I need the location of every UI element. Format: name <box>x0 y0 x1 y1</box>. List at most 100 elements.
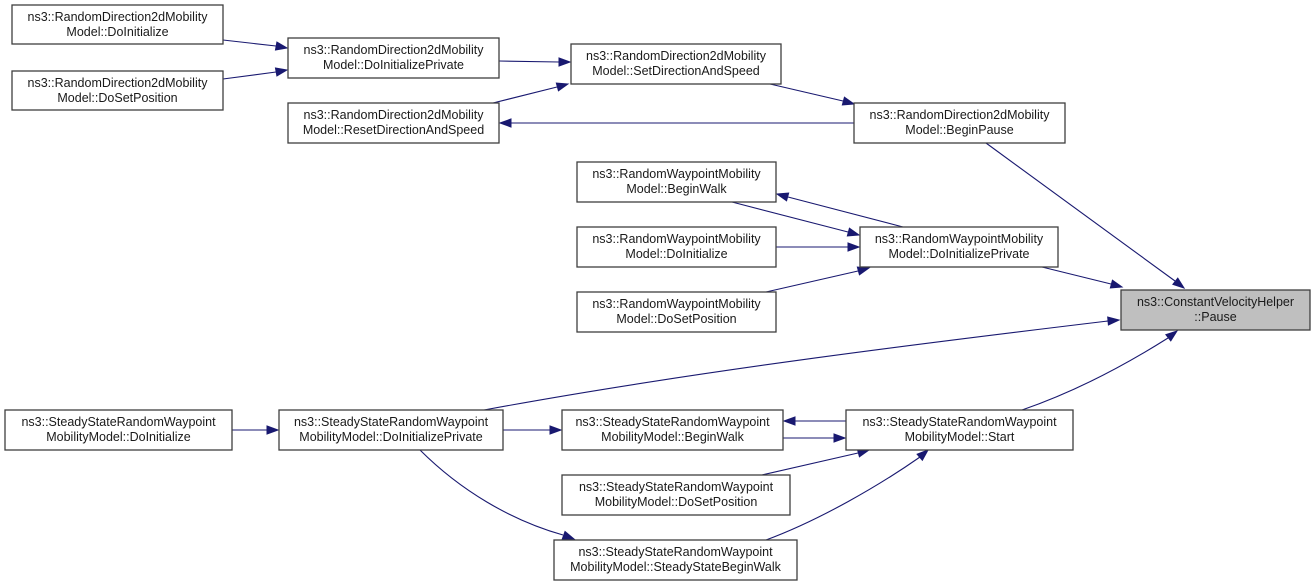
node-box[interactable] <box>561 474 791 516</box>
node-label-line2: ::Pause <box>1194 310 1236 324</box>
arrowhead-icon <box>266 425 280 435</box>
node-box[interactable] <box>853 102 1066 144</box>
node-box[interactable] <box>11 70 224 111</box>
edge-ss_dosetpos-to-ss_start <box>761 448 871 476</box>
node-box[interactable] <box>561 409 784 451</box>
focus-node-box[interactable] <box>1120 289 1311 331</box>
node-rd-doinit[interactable]: ns3::RandomDirection2dMobilityModel::DoI… <box>11 4 224 45</box>
node-box[interactable] <box>278 409 504 451</box>
node-cvh-pause[interactable]: ns3::ConstantVelocityHelper::Pause <box>1120 289 1311 331</box>
edge-line <box>222 39 277 47</box>
edge-line <box>222 71 277 80</box>
node-box[interactable] <box>287 37 500 79</box>
node-ss-start[interactable]: ns3::SteadyStateRandomWaypointMobilityMo… <box>845 409 1074 451</box>
node-label-line1: ns3::SteadyStateRandomWaypoint <box>21 415 216 429</box>
arrowhead-icon <box>274 67 289 77</box>
node-rwp-beginwalk[interactable]: ns3::RandomWaypointMobilityModel::BeginW… <box>576 161 777 203</box>
node-rwp-dosetpos[interactable]: ns3::RandomWaypointMobilityModel::DoSetP… <box>576 291 777 333</box>
node-label-line2: MobilityModel::BeginWalk <box>601 430 744 444</box>
edge-line <box>761 452 859 476</box>
node-label-line2: Model::SetDirectionAndSpeed <box>592 64 760 78</box>
arrowhead-icon <box>1165 330 1179 342</box>
edge-line <box>498 60 560 63</box>
node-box[interactable] <box>576 161 777 203</box>
edge-rwp_dosetpos-to-rwp_doinitpriv <box>765 266 871 293</box>
node-label-line2: Model::DoSetPosition <box>57 91 177 105</box>
arrowhead-icon <box>274 41 289 51</box>
arrowhead-icon <box>782 416 796 426</box>
edge-rwp_beginwalk-to-rwp_doinitpriv <box>731 201 861 237</box>
node-ss-dosetpos[interactable]: ns3::SteadyStateRandomWaypointMobilityMo… <box>561 474 791 516</box>
arrowhead-icon <box>555 82 570 92</box>
edge-rwp_doinit-to-rwp_doinitpriv <box>776 242 861 252</box>
node-rd-dosetpos[interactable]: ns3::RandomDirection2dMobilityModel::DoS… <box>11 70 224 111</box>
node-rwp-doinitpriv[interactable]: ns3::RandomWaypointMobilityModel::DoInit… <box>859 226 1059 268</box>
node-label-line1: ns3::RandomWaypointMobility <box>875 232 1044 246</box>
edge-rwp_doinitpriv-to-cvh_pause <box>1041 266 1124 289</box>
arrowhead-icon <box>846 227 861 237</box>
node-label-line1: ns3::RandomDirection2dMobility <box>28 76 209 90</box>
node-label-line1: ns3::RandomWaypointMobility <box>592 297 761 311</box>
edge-line <box>419 449 564 536</box>
node-rd-reset[interactable]: ns3::RandomDirection2dMobilityModel::Res… <box>287 102 500 144</box>
node-box[interactable] <box>11 4 224 45</box>
edge-rd_setdir-to-rd_beginpause <box>769 83 856 106</box>
node-label-line2: Model::BeginPause <box>905 123 1013 137</box>
node-label-line1: ns3::RandomWaypointMobility <box>592 232 761 246</box>
node-rd-doinitpriv[interactable]: ns3::RandomDirection2dMobilityModel::DoI… <box>287 37 500 79</box>
node-box[interactable] <box>859 226 1059 268</box>
nodes-layer: ns3::RandomDirection2dMobilityModel::DoI… <box>4 4 1311 581</box>
edge-line <box>731 201 849 233</box>
edge-rd_beginpause-to-cvh_pause <box>985 142 1186 289</box>
edge-line <box>492 86 558 104</box>
node-label-line1: ns3::SteadyStateRandomWaypoint <box>579 480 774 494</box>
node-box[interactable] <box>4 409 233 451</box>
edge-ss_beginwalk-to-ss_start <box>783 433 847 443</box>
node-rd-beginpause[interactable]: ns3::RandomDirection2dMobilityModel::Beg… <box>853 102 1066 144</box>
edge-rd_dosetpos-to-rd_doinitpriv <box>222 67 289 80</box>
node-label-line1: ns3::SteadyStateRandomWaypoint <box>294 415 489 429</box>
node-ss-beginwalk[interactable]: ns3::SteadyStateRandomWaypointMobilityMo… <box>561 409 784 451</box>
arrowhead-icon <box>561 530 576 540</box>
node-box[interactable] <box>553 539 798 581</box>
edge-ss_start-to-cvh_pause <box>1021 330 1179 411</box>
node-label-line1: ns3::SteadyStateRandomWaypoint <box>575 415 770 429</box>
node-box[interactable] <box>845 409 1074 451</box>
edge-ss_start-to-ss_beginwalk <box>782 416 846 426</box>
node-label-line1: ns3::RandomDirection2dMobility <box>304 43 485 57</box>
node-box[interactable] <box>576 226 777 268</box>
arrowhead-icon <box>1109 279 1124 289</box>
node-label-line2: Model::DoInitialize <box>625 247 727 261</box>
node-label-line2: Model::BeginWalk <box>626 182 727 196</box>
arrowhead-icon <box>558 57 572 67</box>
arrowhead-icon <box>856 266 871 276</box>
node-ss-ssbeginwalk[interactable]: ns3::SteadyStateRandomWaypointMobilityMo… <box>553 539 798 581</box>
arrowhead-icon <box>1107 316 1121 326</box>
edge-ss_doinitpriv-to-cvh_pause <box>483 316 1121 411</box>
node-box[interactable] <box>287 102 500 144</box>
edge-rd_doinit-to-rd_doinitpriv <box>222 39 289 51</box>
edge-line <box>985 142 1176 282</box>
node-label-line2: MobilityModel::SteadyStateBeginWalk <box>570 560 781 574</box>
node-ss-doinitpriv[interactable]: ns3::SteadyStateRandomWaypointMobilityMo… <box>278 409 504 451</box>
node-ss-doinit[interactable]: ns3::SteadyStateRandomWaypointMobilityMo… <box>4 409 233 451</box>
arrowhead-icon <box>847 242 861 252</box>
node-label-line2: MobilityModel::DoInitializePrivate <box>299 430 482 444</box>
node-rd-setdir[interactable]: ns3::RandomDirection2dMobilityModel::Set… <box>570 43 782 85</box>
node-box[interactable] <box>570 43 782 85</box>
node-label-line2: MobilityModel::Start <box>905 430 1015 444</box>
arrowhead-icon <box>841 96 856 106</box>
edge-ss_ssbeginwalk-to-ss_start <box>765 449 930 541</box>
node-rwp-doinit[interactable]: ns3::RandomWaypointMobilityModel::DoInit… <box>576 226 777 268</box>
node-box[interactable] <box>576 291 777 333</box>
edge-ss_doinit-to-ss_doinitpriv <box>232 425 280 435</box>
node-label-line1: ns3::RandomDirection2dMobility <box>586 49 767 63</box>
edge-line <box>787 196 904 228</box>
node-label-line1: ns3::RandomWaypointMobility <box>592 167 761 181</box>
node-label-line2: MobilityModel::DoInitialize <box>46 430 191 444</box>
arrowhead-icon <box>1172 277 1186 289</box>
arrowhead-icon <box>916 449 930 462</box>
edge-rd_doinitpriv-to-rd_setdir <box>498 57 572 67</box>
edge-line <box>1021 337 1169 411</box>
